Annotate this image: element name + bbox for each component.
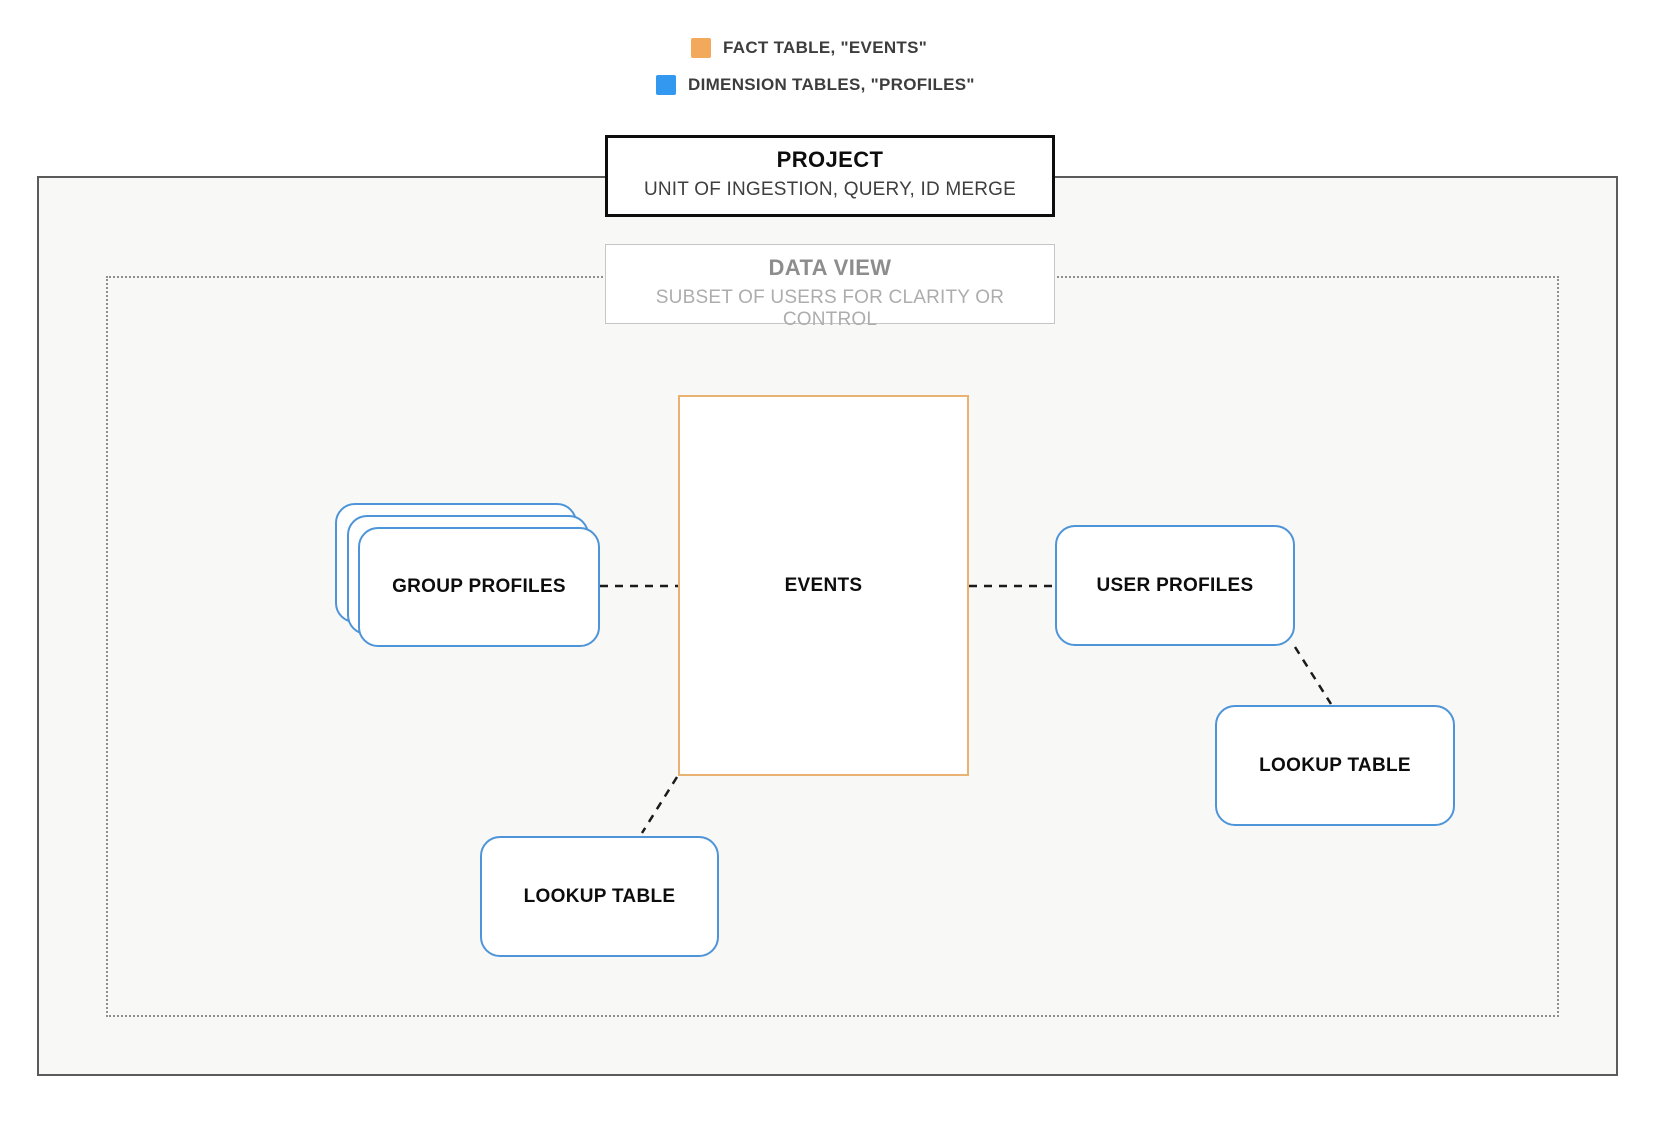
connector-events-lookup-table (640, 776, 679, 834)
node-lookup-table-bottom: LOOKUP TABLE (480, 836, 719, 957)
node-group-profiles: GROUP PROFILES (358, 527, 600, 647)
lookup-table-bottom-label: LOOKUP TABLE (523, 885, 676, 907)
node-events: EVENTS (678, 395, 969, 776)
connector-user-profiles-lookup-table (1293, 646, 1333, 705)
lookup-table-right-label: LOOKUP TABLE (1259, 754, 1411, 776)
legend-dimension-label: DIMENSION TABLES, "PROFILES" (688, 75, 975, 94)
data-view-title: DATA VIEW (768, 255, 892, 280)
legend-item-fact: FACT TABLE, "EVENTS" (691, 38, 927, 58)
group-profiles-label: GROUP PROFILES (392, 576, 566, 597)
legend-item-dimension: DIMENSION TABLES, "PROFILES" (656, 75, 975, 95)
project-title: PROJECT (776, 147, 884, 172)
data-view-box: DATA VIEW SUBSET OF USERS FOR CLARITY OR… (605, 244, 1055, 330)
node-user-profiles: USER PROFILES (1055, 525, 1295, 646)
project-subtitle: UNIT OF INGESTION, QUERY, ID MERGE (643, 179, 1017, 200)
node-lookup-table-right: LOOKUP TABLE (1215, 705, 1455, 826)
legend-fact-label: FACT TABLE, "EVENTS" (723, 38, 928, 57)
project-box: PROJECT UNIT OF INGESTION, QUERY, ID MER… (605, 135, 1055, 217)
user-profiles-label: USER PROFILES (1096, 574, 1254, 596)
dimension-color-swatch-icon (656, 75, 676, 95)
data-view-subtitle: SUBSET OF USERS FOR CLARITY OR CONTROL (655, 287, 1005, 330)
events-label: EVENTS (784, 574, 863, 596)
fact-color-swatch-icon (691, 38, 711, 58)
